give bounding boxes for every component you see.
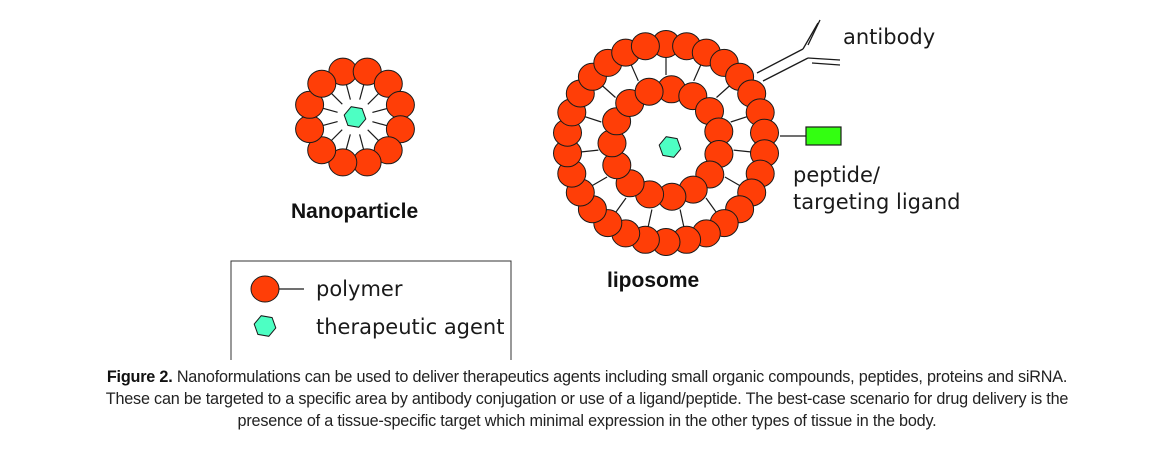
hexagon-icon <box>253 315 277 337</box>
tail-line <box>580 149 599 153</box>
tail-line <box>716 85 731 98</box>
peptide-rect-icon <box>805 126 842 146</box>
tail-line <box>591 176 608 187</box>
therapeutic-agent-icon <box>658 136 682 158</box>
figure-caption: Figure 2. Nanoformulations can be used t… <box>0 366 1174 432</box>
legend-label-therapeutic-agent: therapeutic agent <box>316 315 504 339</box>
tail-line <box>584 115 602 123</box>
tail-line <box>359 84 365 100</box>
polymer-bead <box>295 115 325 144</box>
tail-line <box>330 129 343 142</box>
antibody-label: antibody <box>843 25 935 49</box>
antibody-icon <box>756 19 841 82</box>
tail-line <box>359 134 365 151</box>
legend: polymer therapeutic agent <box>230 260 512 360</box>
nanoparticle-label: Nanoparticle <box>291 200 418 223</box>
tail-line <box>345 134 351 150</box>
caption-text-1: Nanoformulations can be used to deliver … <box>172 368 1068 386</box>
polymer-bead <box>352 148 382 177</box>
legend-label-polymer: polymer <box>316 277 403 301</box>
polymer-bead <box>307 69 337 98</box>
tail-line <box>367 92 380 105</box>
tail-line <box>321 121 338 127</box>
tail-line <box>322 107 338 113</box>
tail-line <box>345 83 351 100</box>
figure-label: Figure 2. <box>106 368 173 386</box>
tail-line <box>372 121 388 127</box>
tail-line <box>330 92 343 105</box>
polymer-bead-inner <box>634 77 664 106</box>
tail-line <box>705 197 717 213</box>
caption-line-2: These can be targeted to a specific area… <box>105 390 1069 408</box>
tail-line <box>693 64 702 82</box>
peptide-label-line1: peptide/ <box>793 163 881 187</box>
therapeutic-agent-icon <box>343 106 367 128</box>
tail-line <box>679 209 685 228</box>
caption-line-3: presence of a tissue-specific target whi… <box>237 412 937 430</box>
polymer-bead-outer <box>630 32 660 61</box>
tail-line <box>372 107 389 113</box>
peptide-ligand <box>780 126 842 146</box>
polymer-bead <box>385 90 415 119</box>
tail-line <box>615 197 627 213</box>
peptide-label-line2: targeting ligand <box>793 190 961 214</box>
liposome-label: liposome <box>607 269 699 292</box>
polymer-icon <box>250 275 280 303</box>
legend-border <box>230 260 512 360</box>
caption-line-1: Figure 2. Nanoformulations can be used t… <box>0 366 1174 388</box>
tail-line <box>724 176 741 187</box>
tail-line <box>630 64 639 82</box>
tail-line <box>730 115 748 123</box>
tail-line <box>367 129 380 142</box>
tail-line <box>601 85 616 98</box>
liposome-structure <box>553 30 779 256</box>
nanoparticle-structure <box>295 57 415 177</box>
tail-line <box>647 209 653 228</box>
nanoformulation-diagram: antibody peptide/ targeting ligand Nanop… <box>230 19 961 360</box>
tail-line <box>733 149 752 153</box>
